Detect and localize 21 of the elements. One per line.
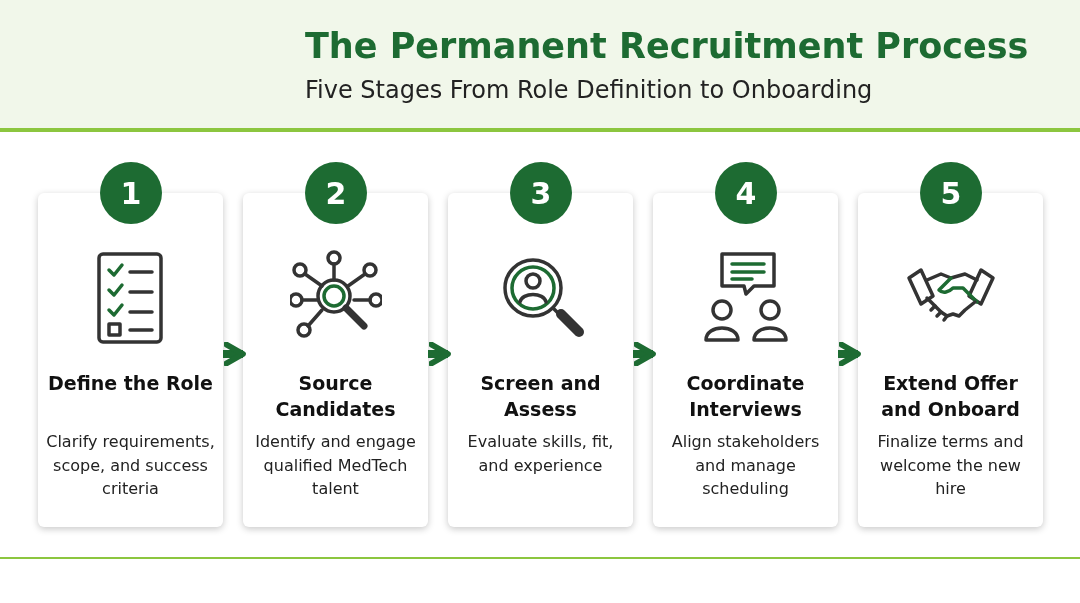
step-number: 4 [715, 162, 777, 224]
step-number: 5 [920, 162, 982, 224]
step-description: Align stakeholders and manage scheduling [670, 431, 821, 500]
step-heading: Screen and Assess [479, 371, 602, 422]
step-heading: Define the Role [47, 371, 214, 396]
arrow [633, 341, 656, 367]
step-description: Evaluate skills, fit, and experience [466, 431, 615, 477]
title: The Permanent Recruitment Process [305, 26, 1029, 66]
arrow [838, 341, 861, 367]
step-number: 1 [100, 162, 162, 224]
step-description: Identify and engage qualified MedTech talent [254, 431, 417, 500]
step-number: 2 [305, 162, 367, 224]
step-heading: Source Candidates [274, 371, 397, 422]
step-number: 3 [510, 162, 572, 224]
subtitle: Five Stages From Role Definition to Onboarding [305, 76, 873, 104]
arrow [428, 341, 451, 367]
step-heading: Coordinate Interviews [685, 371, 806, 422]
step-description: Finalize terms and welcome the new hire [876, 431, 1025, 500]
step-heading: Extend Offer and Onboard [880, 371, 1021, 422]
arrow [223, 341, 246, 367]
step-description: Clarify requirements, scope, and success criteria [45, 431, 216, 500]
